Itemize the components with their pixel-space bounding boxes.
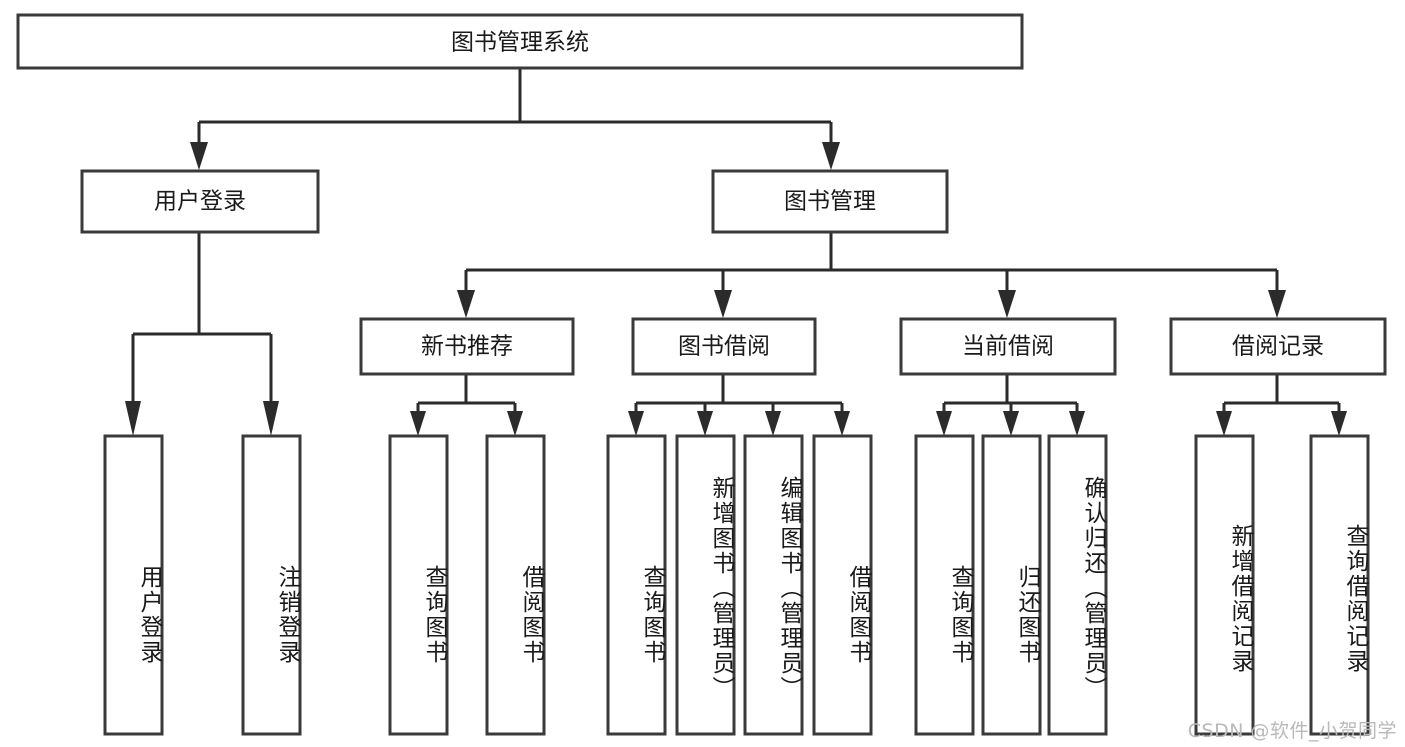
- arrow-head-icon: [628, 411, 644, 436]
- arrow-head-icon: [936, 411, 952, 436]
- node-current-borrow-label: 当前借阅: [962, 334, 1054, 360]
- leaf-box-query-book-1[interactable]: [388, 434, 449, 736]
- node-current-borrow-box[interactable]: [899, 317, 1117, 376]
- node-book-management-label: 图书管理: [784, 189, 876, 215]
- node-book-borrow-label: 图书借阅: [678, 334, 770, 360]
- node-user-login-box[interactable]: [80, 169, 320, 234]
- arrow-head-icon: [1331, 411, 1347, 436]
- node-book-borrow[interactable]: 图书借阅: [631, 317, 817, 376]
- arrow-head-icon: [1268, 290, 1286, 318]
- node-current-borrow[interactable]: 当前借阅: [899, 317, 1117, 376]
- node-borrow-record[interactable]: 借阅记录: [1169, 317, 1387, 376]
- connector-newbook-to-leaves: [410, 374, 523, 436]
- node-root-box[interactable]: [16, 13, 1024, 70]
- arrow-head-icon: [457, 290, 475, 318]
- leaf-box-return-book[interactable]: [981, 434, 1042, 736]
- arrow-head-icon: [507, 411, 523, 436]
- node-new-book-recommend[interactable]: 新书推荐: [359, 317, 575, 376]
- arrow-head-icon: [1216, 411, 1232, 436]
- leaf-box-query-book-3[interactable]: [914, 434, 975, 736]
- arrow-head-icon: [765, 411, 781, 436]
- arrow-head-icon: [263, 401, 279, 436]
- leaf-box-user-login[interactable]: [103, 434, 164, 736]
- connector-bookmgmt-to-level3: [457, 232, 1286, 318]
- arrow-head-icon: [714, 290, 732, 318]
- arrow-head-icon: [834, 411, 850, 436]
- node-user-login-label: 用户登录: [154, 189, 246, 215]
- node-root-label: 图书管理系统: [451, 30, 589, 56]
- arrow-head-icon: [410, 411, 426, 436]
- connector-borrowrecord-to-leaves: [1216, 374, 1347, 436]
- watermark-text: CSDN @软件_小贺同学: [1187, 720, 1397, 742]
- leaf-box-query-record[interactable]: [1309, 434, 1370, 736]
- leaf-boxes: [103, 434, 1370, 736]
- arrow-head-icon: [822, 142, 840, 170]
- connector-bookborrow-to-leaves: [628, 374, 850, 436]
- leaf-box-add-book[interactable]: [675, 434, 736, 736]
- leaf-box-borrow-book-1[interactable]: [485, 434, 546, 736]
- connector-root-to-level2: [190, 68, 840, 170]
- arrow-head-icon: [697, 411, 713, 436]
- node-new-book-recommend-box[interactable]: [359, 317, 575, 376]
- leaf-box-query-book-2[interactable]: [606, 434, 667, 736]
- arrow-head-icon: [125, 401, 141, 436]
- leaf-box-user-logout[interactable]: [241, 434, 302, 736]
- leaf-box-borrow-book-2[interactable]: [812, 434, 873, 736]
- arrow-head-icon: [190, 142, 208, 170]
- leaf-box-add-record[interactable]: [1194, 434, 1255, 736]
- node-book-borrow-box[interactable]: [631, 317, 817, 376]
- node-root[interactable]: 图书管理系统: [16, 13, 1024, 70]
- node-book-management[interactable]: 图书管理: [711, 169, 949, 234]
- connector-currentborrow-to-leaves: [936, 374, 1085, 436]
- node-book-management-box[interactable]: [711, 169, 949, 234]
- node-borrow-record-label: 借阅记录: [1232, 334, 1324, 360]
- leaf-box-edit-book[interactable]: [743, 434, 804, 736]
- node-new-book-recommend-label: 新书推荐: [421, 334, 513, 360]
- arrow-head-icon: [1069, 411, 1085, 436]
- node-user-login[interactable]: 用户登录: [80, 169, 320, 234]
- leaf-box-confirm-return[interactable]: [1047, 434, 1108, 736]
- connector-userlogin-to-leaves: [125, 232, 279, 436]
- node-borrow-record-box[interactable]: [1169, 317, 1387, 376]
- arrow-head-icon: [1003, 411, 1019, 436]
- arrow-head-icon: [998, 290, 1016, 318]
